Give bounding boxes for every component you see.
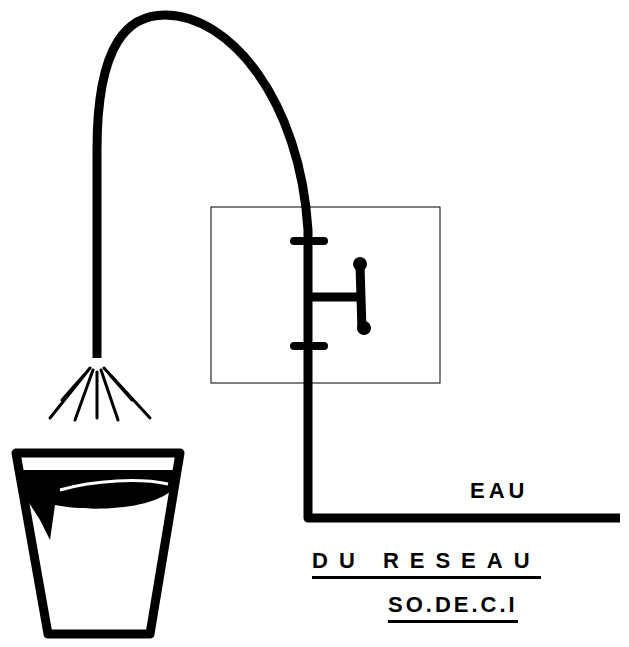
- valve-mark: [294, 237, 324, 245]
- water-spray: [50, 368, 150, 420]
- valve-mark: [294, 342, 324, 350]
- water-supply-label: SO.DE.C.I: [388, 592, 518, 623]
- hose-and-pipe: [97, 15, 620, 518]
- water-surface: [60, 481, 168, 490]
- tap-handle-knob: [357, 321, 371, 335]
- tap-stem: [308, 293, 360, 302]
- tap-handle-knob: [353, 257, 367, 271]
- bucket: [16, 453, 180, 634]
- water-supply-label: DU RESEAU: [312, 548, 541, 579]
- tap-plate: [211, 207, 440, 383]
- tap-handle: [360, 265, 362, 330]
- water-supply-label: EAU: [470, 478, 528, 504]
- water-in-bucket: [22, 470, 176, 540]
